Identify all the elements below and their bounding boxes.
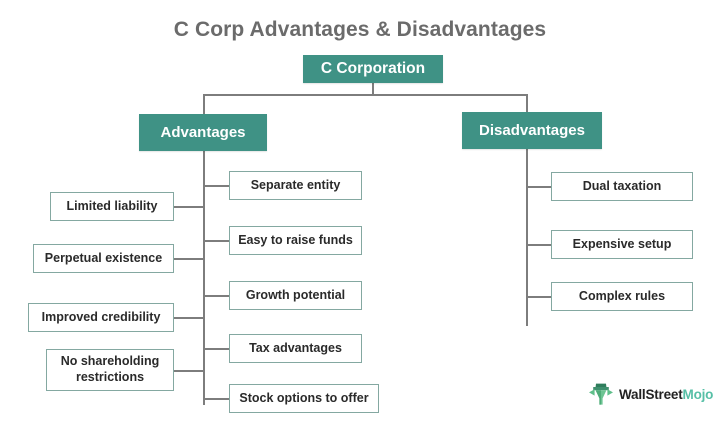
connector-stub-tax-advantages <box>203 348 230 350</box>
leaf-no-shareholding-restrictions: No shareholding restrictions <box>46 349 174 391</box>
logo-text-accent: Mojo <box>682 386 714 402</box>
leaf-growth-potential: Growth potential <box>229 281 362 310</box>
connector-bus-to-advantages <box>203 94 205 115</box>
connector-disadvantages-trunk <box>526 149 528 326</box>
node-disadvantages: Disadvantages <box>462 112 602 149</box>
wallstreetmojo-mark-icon <box>589 383 613 405</box>
leaf-separate-entity: Separate entity <box>229 171 362 200</box>
leaf-improved-credibility: Improved credibility <box>28 303 174 332</box>
leaf-perpetual-existence: Perpetual existence <box>33 244 174 273</box>
connector-root-stem <box>372 83 374 95</box>
leaf-dual-taxation: Dual taxation <box>551 172 693 201</box>
connector-stub-expensive-setup <box>526 244 552 246</box>
connector-stub-limited-liability <box>173 206 204 208</box>
connector-stub-easy-to-raise-funds <box>203 240 230 242</box>
leaf-limited-liability: Limited liability <box>50 192 174 221</box>
connector-stub-no-shareholding-restrictions <box>173 370 204 372</box>
connector-stub-separate-entity <box>203 185 230 187</box>
leaf-easy-to-raise-funds: Easy to raise funds <box>229 226 362 255</box>
connector-advantages-trunk <box>203 151 205 405</box>
node-advantages: Advantages <box>139 114 267 151</box>
leaf-stock-options-to-offer: Stock options to offer <box>229 384 379 413</box>
connector-bus-to-disadvantages <box>526 94 528 113</box>
leaf-expensive-setup: Expensive setup <box>551 230 693 259</box>
page-title: C Corp Advantages & Disadvantages <box>173 18 547 41</box>
wallstreetmojo-wordmark: WallStreetMojo <box>619 387 713 402</box>
logo-text-primary: WallStreet <box>619 386 683 402</box>
node-c-corporation: C Corporation <box>303 55 443 83</box>
connector-stub-growth-potential <box>203 295 230 297</box>
leaf-complex-rules: Complex rules <box>551 282 693 311</box>
leaf-tax-advantages: Tax advantages <box>229 334 362 363</box>
wallstreetmojo-logo: WallStreetMojo <box>588 381 713 407</box>
connector-root-bus <box>203 94 528 96</box>
connector-stub-stock-options <box>203 398 230 400</box>
connector-stub-perpetual-existence <box>173 258 204 260</box>
connector-stub-dual-taxation <box>526 186 552 188</box>
connector-stub-complex-rules <box>526 296 552 298</box>
connector-stub-improved-credibility <box>173 317 204 319</box>
